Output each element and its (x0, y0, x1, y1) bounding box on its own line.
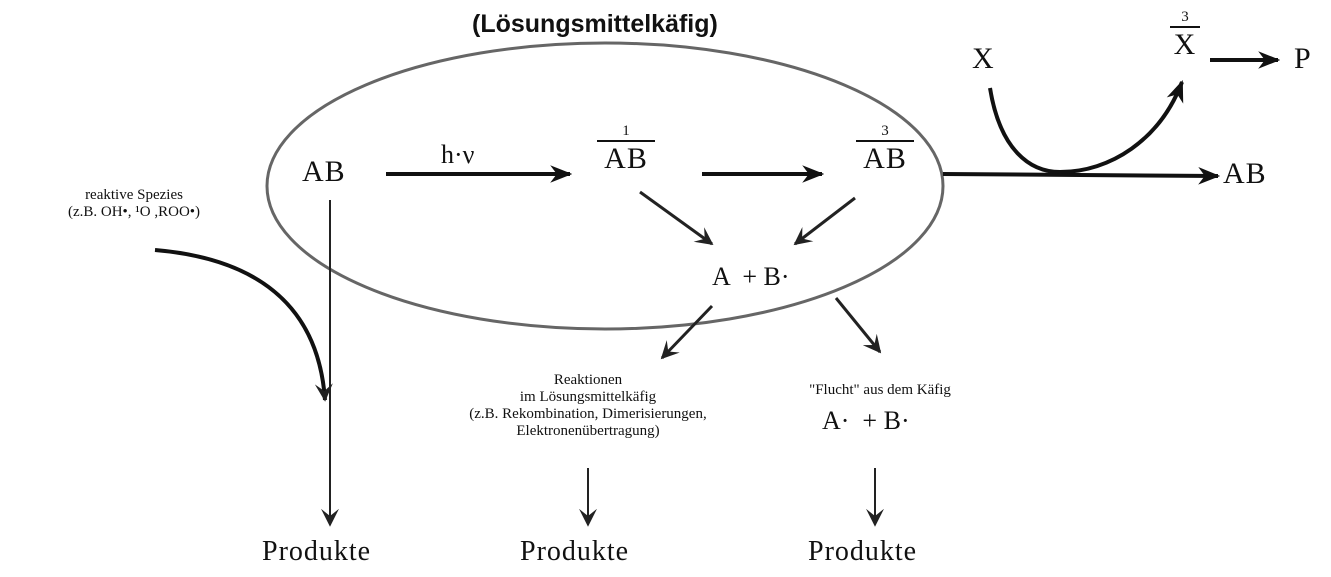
reactive-species-line1: reaktive Spezies (85, 187, 183, 203)
escape-radicals: A· + B· (822, 406, 910, 435)
escape-line1: "Flucht" aus dem Käfig (809, 382, 951, 398)
cage-reactions-line2: im Lösungsmittelkäfig (519, 389, 657, 405)
triplet-species: AB (863, 142, 907, 175)
excitation-label: h·ν (441, 140, 475, 169)
arrow-to-cage-reactions (660, 304, 714, 360)
arrow-singlet-to-radicals (639, 190, 714, 246)
solvent-cage-ellipse (265, 41, 945, 331)
arrow-triplet-to-radicals (793, 196, 856, 246)
triplet-ab: 3 AB (856, 124, 914, 174)
acceptor-x: X (972, 42, 995, 75)
reactive-species-label: reaktive Spezies (z.B. OH•, ¹O ,ROO•) (0, 187, 268, 221)
acceptor-product-p: P (1294, 42, 1312, 75)
singlet-ab: 1 AB (597, 124, 655, 174)
arrow-to-ab (942, 167, 1221, 185)
arrow-energy-transfer (988, 79, 1184, 175)
products-right: Produkte (808, 536, 918, 567)
acceptor-multiplicity: 3 (1181, 9, 1189, 25)
species-ab-product: AB (1223, 157, 1267, 190)
products-left: Produkte (262, 536, 372, 567)
acceptor-triplet-species: X (1173, 28, 1197, 61)
cage-reactions-line4: Elektronenübertragung) (516, 423, 660, 439)
cage-reactions-label: Reaktionen im Lösungsmittelkäfig (z.B. R… (408, 372, 768, 440)
arrow-to-escape (834, 297, 882, 354)
radical-pair: A + B· (712, 262, 790, 291)
triplet-multiplicity: 3 (881, 123, 889, 139)
fraction-bar (1170, 26, 1200, 28)
singlet-species: AB (604, 142, 648, 175)
fraction-bar (597, 140, 655, 142)
acceptor-triplet: 3 X (1170, 10, 1200, 60)
arrow-reactive-species (154, 248, 333, 402)
escape-label: "Flucht" aus dem Käfig (780, 382, 980, 399)
cage-label: (Lösungsmittelkäfig) (472, 10, 718, 38)
cage-reactions-line3: (z.B. Rekombination, Dimerisierungen, (469, 406, 707, 422)
species-ab-start: AB (302, 155, 346, 188)
fraction-bar (856, 140, 914, 142)
reactive-species-line2: (z.B. OH•, ¹O ,ROO•) (67, 204, 201, 220)
products-middle: Produkte (520, 536, 630, 567)
singlet-multiplicity: 1 (622, 123, 630, 139)
cage-reactions-line1: Reaktionen (553, 372, 623, 388)
